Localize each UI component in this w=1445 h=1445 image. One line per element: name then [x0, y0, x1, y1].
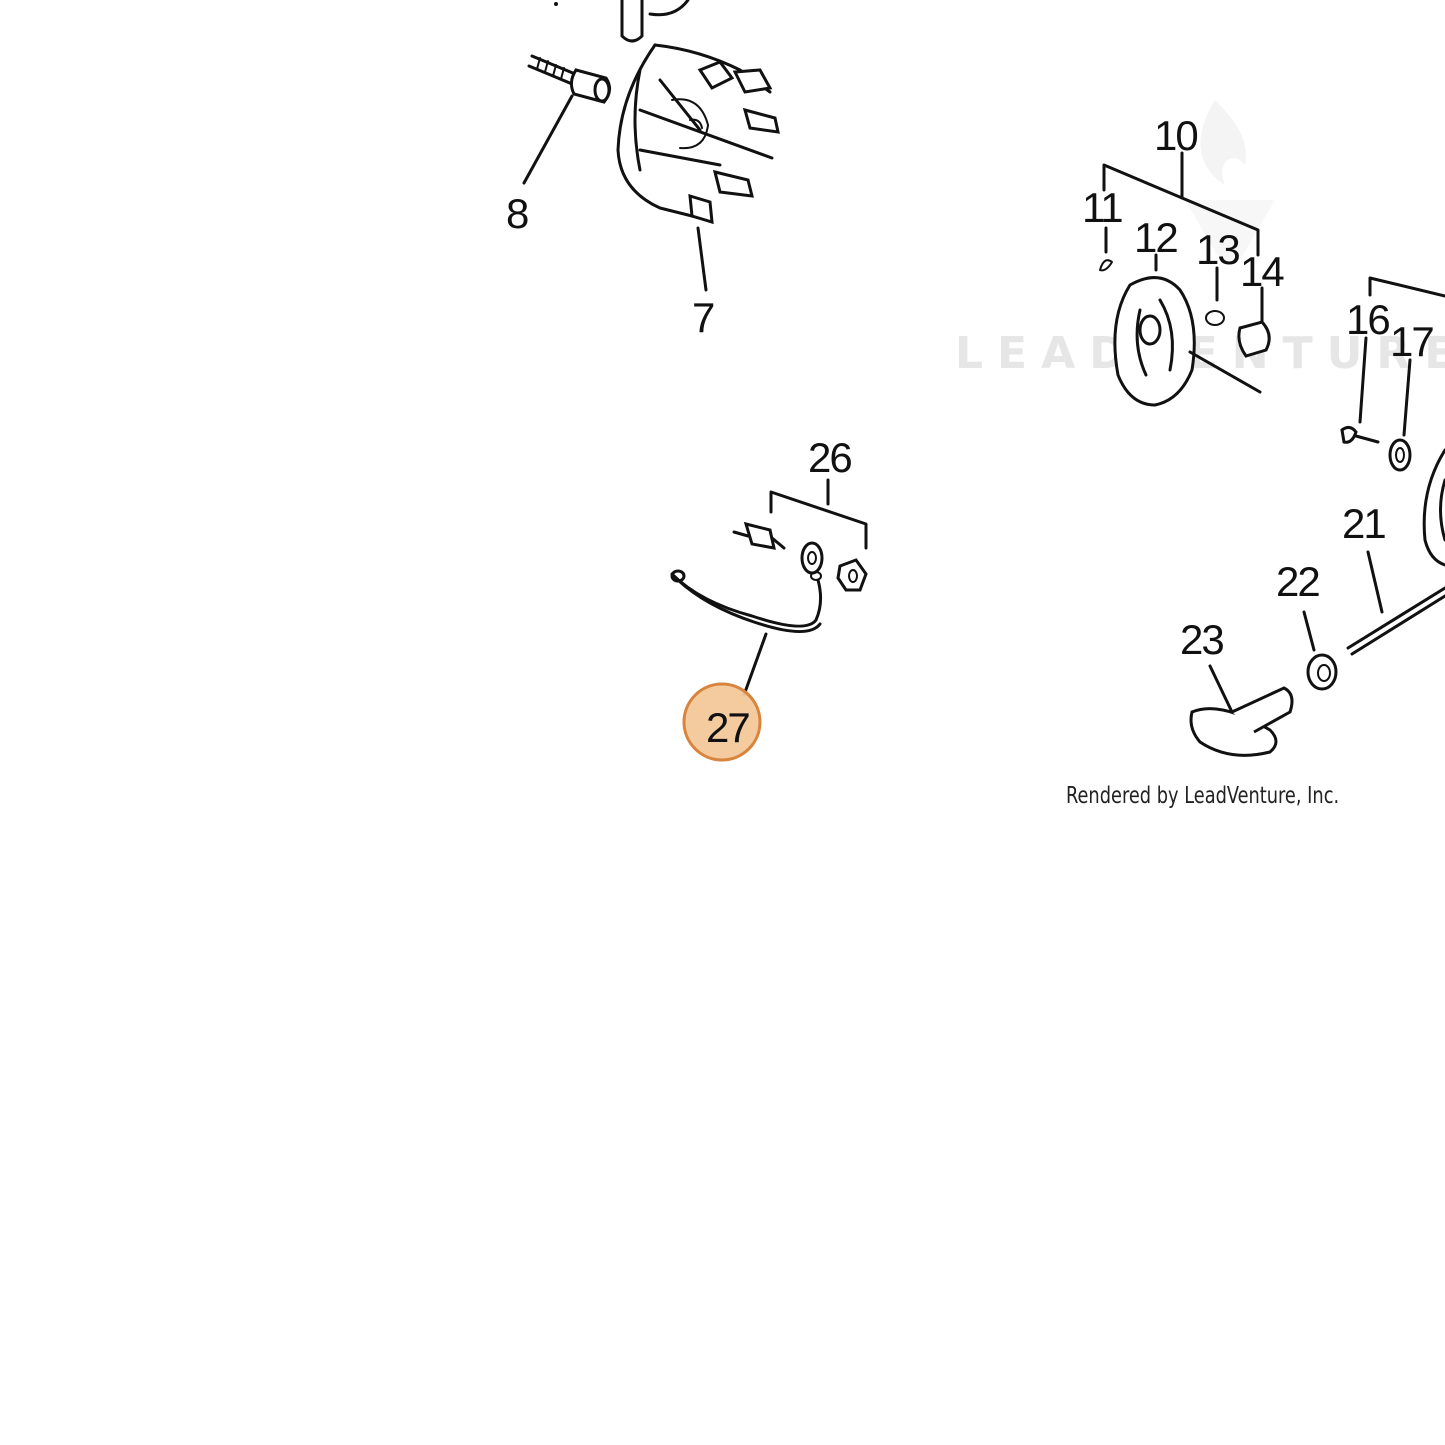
part-27-ground-wire[interactable]	[670, 569, 823, 634]
callout-13[interactable]: 13	[1196, 226, 1241, 273]
callout-8[interactable]: 8	[506, 190, 530, 237]
part-13-washer[interactable]	[1205, 310, 1225, 326]
callout-26[interactable]: 26	[808, 434, 853, 481]
leader-27	[742, 632, 768, 697]
render-credit: Rendered by LeadVenture, Inc.	[1066, 783, 1340, 809]
callout-23[interactable]: 23	[1180, 616, 1225, 663]
callout-12[interactable]: 12	[1134, 214, 1179, 261]
part-12-clutch[interactable]	[1113, 276, 1262, 407]
highlight-marker-27[interactable]	[682, 682, 762, 762]
part-21-starter-rope[interactable]	[1346, 586, 1445, 656]
part-26-connector[interactable]	[732, 521, 786, 550]
part-7-flywheel[interactable]	[616, 43, 780, 225]
callout-11[interactable]: 11	[1082, 184, 1124, 231]
callout-7[interactable]: 7	[692, 294, 716, 341]
callout-14[interactable]: 14	[1240, 248, 1286, 295]
part-top-fragment	[554, 0, 690, 43]
part-26-washer[interactable]	[800, 541, 824, 575]
bracket-26	[769, 490, 868, 550]
part-17-washer[interactable]	[1388, 438, 1412, 472]
leader-23	[1208, 664, 1234, 714]
part-22-rope-guide[interactable]	[1306, 653, 1338, 691]
bracket-16-17	[1368, 276, 1445, 298]
part-23-starter-handle[interactable]	[1189, 686, 1294, 757]
watermark-logo-icon	[1185, 100, 1275, 260]
callout-22[interactable]: 22	[1276, 558, 1321, 605]
callout-16[interactable]: 16	[1346, 296, 1391, 343]
leader-21	[1366, 550, 1384, 614]
callout-27[interactable]: 27	[706, 704, 751, 751]
callout-17[interactable]: 17	[1390, 318, 1435, 365]
part-16-screw[interactable]	[1340, 425, 1380, 444]
leader-17	[1402, 358, 1412, 437]
leader-7	[696, 226, 708, 292]
part-26-nut[interactable]	[836, 558, 868, 592]
part-14-pin[interactable]	[1237, 320, 1271, 358]
callout-21[interactable]: 21	[1342, 500, 1387, 547]
callout-10[interactable]: 10	[1154, 112, 1199, 159]
leader-16	[1358, 336, 1368, 424]
part-recoil-pulley[interactable]	[1422, 448, 1445, 567]
part-11-spring[interactable]	[1099, 259, 1113, 272]
part-8-nut[interactable]	[527, 54, 611, 104]
leader-22	[1302, 610, 1316, 652]
leader-8	[522, 94, 574, 185]
